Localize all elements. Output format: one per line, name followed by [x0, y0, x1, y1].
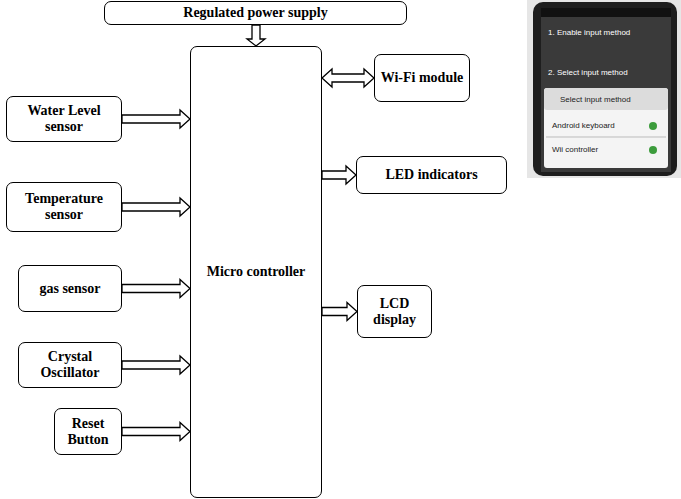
box-label: Reset Button	[60, 416, 116, 448]
popup-panel	[544, 88, 668, 168]
module-box: Wi-Fi module	[374, 54, 470, 102]
box-label: Temperature sensor	[12, 191, 116, 223]
box-label: Wi-Fi module	[381, 70, 464, 86]
block-arrow	[322, 69, 374, 87]
sensor-box: Water Level sensor	[6, 96, 122, 142]
list-divider	[546, 137, 666, 138]
indicator-box: LED indicators	[356, 156, 507, 194]
controller-box: Micro controller	[190, 46, 322, 498]
box-label: Water Level sensor	[12, 103, 116, 135]
block-arrow	[122, 356, 190, 374]
box-label: gas sensor	[39, 281, 100, 297]
block-arrow	[322, 166, 356, 184]
sensor-box: Temperature sensor	[6, 182, 122, 232]
block-arrow	[247, 25, 265, 46]
screen-text: Wii controller	[552, 145, 598, 155]
screen-text: 2. Select input method	[548, 68, 628, 78]
box-label: LCD display	[363, 296, 426, 328]
screen-text: Android keyboard	[552, 121, 615, 131]
box-label: Regulated power supply	[183, 5, 327, 21]
radio-button	[649, 146, 657, 154]
block-arrow	[122, 423, 190, 441]
screen-text: 1. Enable input method	[548, 28, 630, 38]
box-label: Micro controller	[207, 264, 306, 280]
block-arrow	[122, 198, 190, 216]
power-box: Regulated power supply	[104, 1, 407, 25]
button-box: Reset Button	[54, 408, 122, 455]
status-bar	[541, 8, 671, 17]
display-box: LCD display	[357, 285, 432, 338]
phone-screen	[541, 8, 671, 172]
photo-ground	[527, 0, 681, 178]
radio-button	[649, 122, 657, 130]
block-arrow	[322, 303, 357, 321]
sensor-box: gas sensor	[18, 265, 122, 312]
block-arrow	[122, 280, 190, 298]
block-arrow	[122, 110, 190, 128]
screen-text: Select input method	[560, 95, 631, 105]
oscillator-box: Crystal Oscillator	[18, 342, 122, 388]
box-label: LED indicators	[385, 167, 477, 183]
popup-header	[544, 88, 668, 110]
box-label: Crystal Oscillator	[24, 349, 116, 381]
phone-body	[533, 2, 677, 176]
